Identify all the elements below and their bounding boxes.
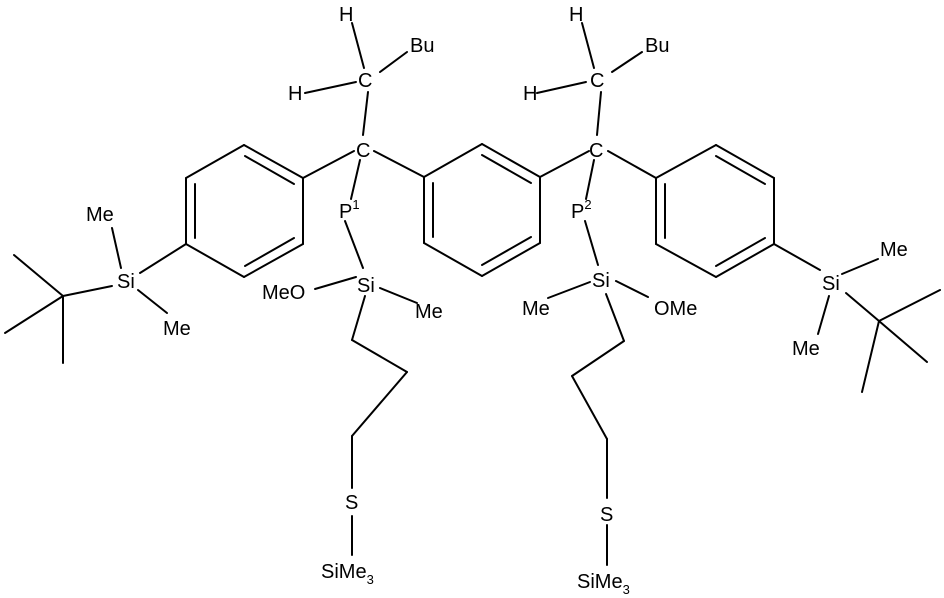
p1-symbol: P — [339, 201, 352, 223]
right-benzene-ring — [656, 145, 774, 277]
atom-me-right-chain: Me — [522, 298, 550, 320]
atom-me-left-tbs-top: Me — [86, 204, 114, 226]
atom-c-ch2-right: C — [590, 70, 604, 92]
p2-symbol: P — [571, 201, 584, 223]
atom-c-quaternary-left: C — [356, 140, 370, 162]
atom-p1: P1 — [339, 197, 360, 223]
atom-labels: H C H Bu C P1 Si Me Me MeO Si Me S SiMe3… — [86, 4, 908, 597]
sime3-left-main: SiMe — [321, 561, 367, 583]
central-benzene-ring — [424, 144, 540, 276]
right-tbs-bonds — [774, 244, 940, 392]
p1-superscript: 1 — [352, 197, 359, 212]
atom-s-left: S — [345, 492, 358, 514]
left-tbs-bonds — [5, 228, 186, 363]
atom-sime3-right: SiMe3 — [577, 571, 630, 597]
sime3-right-main: SiMe — [577, 571, 623, 593]
atom-bu-right: Bu — [645, 35, 669, 57]
atom-me-left-chain: Me — [415, 301, 443, 323]
atom-h-top-left: H — [339, 4, 353, 26]
atom-h-mid-left: H — [288, 83, 302, 105]
atom-me-right-tbs-bottom: Me — [792, 338, 820, 360]
atom-p2: P2 — [571, 197, 592, 223]
sime3-left-subscript: 3 — [367, 572, 374, 587]
atom-c-ch2-left: C — [358, 70, 372, 92]
atom-s-right: S — [600, 504, 613, 526]
atom-si-right-chain: Si — [592, 270, 610, 292]
atom-si-right-tbs: Si — [822, 273, 840, 295]
atom-me-right-tbs-top: Me — [880, 239, 908, 261]
p2-superscript: 2 — [584, 197, 591, 212]
atom-meo-left: MeO — [262, 282, 305, 304]
left-ch2-bu-bonds — [305, 23, 407, 93]
atom-ome-right: OMe — [654, 298, 697, 320]
bond-lines — [5, 23, 940, 565]
atom-c-quaternary-right: C — [589, 140, 603, 162]
left-phosphorus-silicon-chain-bonds — [315, 221, 417, 555]
left-benzene-ring — [186, 145, 303, 277]
atom-si-left-tbs: Si — [117, 271, 135, 293]
atom-si-left-chain: Si — [357, 275, 375, 297]
atom-sime3-left: SiMe3 — [321, 561, 374, 587]
sime3-right-subscript: 3 — [623, 582, 630, 597]
atom-me-left-tbs-bottom: Me — [163, 318, 191, 340]
atom-h-mid-right: H — [523, 83, 537, 105]
atom-bu-left: Bu — [410, 35, 434, 57]
atom-h-top-right: H — [569, 4, 583, 26]
